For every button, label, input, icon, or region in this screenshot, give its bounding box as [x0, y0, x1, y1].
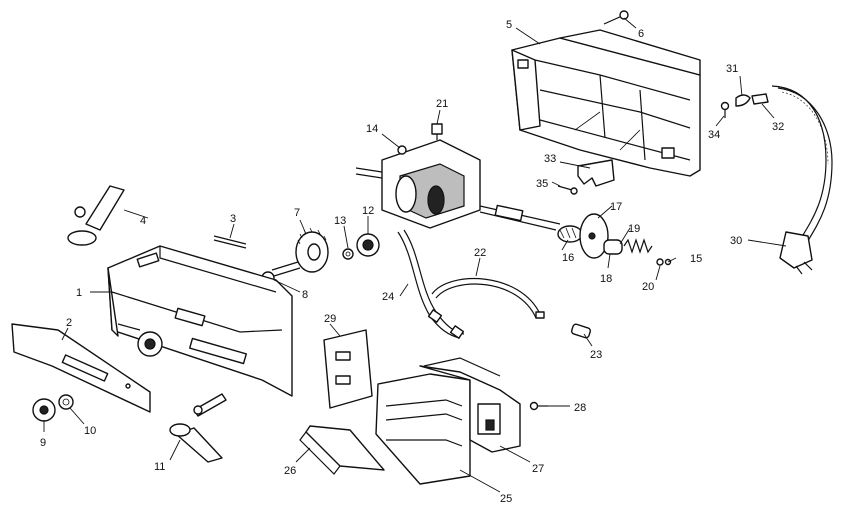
part-13-washer	[342, 248, 354, 260]
callout-23: 23	[590, 349, 602, 361]
part-14-motor	[355, 139, 561, 231]
callout-13: 13	[334, 215, 346, 227]
part-19-spring	[623, 238, 653, 254]
callout-35: 35	[536, 178, 548, 190]
callout-8: 8	[302, 289, 308, 301]
part-7-gear	[271, 227, 329, 277]
callout-29: 29	[324, 313, 336, 325]
callout-7: 7	[294, 207, 300, 219]
leader-lines	[43, 17, 787, 493]
callout-labels: 5 6 21 14 31 32 34 33 35 30 17 16 19 18 …	[40, 19, 784, 505]
callout-32: 32	[772, 121, 784, 133]
part-6-screw	[603, 10, 629, 25]
callout-9: 9	[40, 437, 46, 449]
part-29-bracket	[323, 329, 373, 409]
callout-5: 5	[506, 19, 512, 31]
part-9-knob	[32, 398, 56, 422]
callout-21: 21	[436, 98, 448, 110]
part-28-screw	[529, 401, 548, 411]
callout-34: 34	[708, 129, 720, 141]
callout-1: 1	[76, 287, 82, 299]
part-25-slide-housing	[375, 373, 471, 485]
part-31-clip	[735, 94, 751, 107]
callout-18: 18	[600, 273, 612, 285]
part-27-switch-box	[419, 357, 521, 453]
part-18-cylinder	[603, 239, 623, 255]
callout-14: 14	[366, 123, 378, 135]
part-16-coupling	[557, 225, 583, 243]
callout-2: 2	[66, 317, 72, 329]
callout-6: 6	[638, 28, 644, 40]
part-23-plug	[570, 323, 592, 339]
part-22-wire	[431, 278, 545, 319]
part-24-wire	[397, 229, 465, 339]
callout-33: 33	[544, 153, 556, 165]
callout-27: 27	[532, 463, 544, 475]
part-21-screw	[431, 123, 443, 140]
part-5-housing-frame	[511, 29, 701, 177]
callout-15: 15	[690, 253, 702, 265]
part-12-small-gear	[356, 233, 380, 257]
callout-10: 10	[84, 425, 96, 437]
callout-11: 11	[154, 461, 165, 473]
callout-24: 24	[382, 291, 394, 303]
callout-28: 28	[574, 402, 586, 414]
part-2-front-plate	[11, 323, 151, 413]
part-33-bracket	[577, 159, 615, 187]
part-10-washer	[58, 394, 74, 410]
callout-17: 17	[610, 201, 622, 213]
part-26-cover	[299, 425, 385, 475]
part-11-latch	[169, 393, 227, 463]
callout-31: 31	[726, 63, 738, 75]
part-35-screw	[557, 185, 578, 195]
part-30-power-cord	[771, 85, 833, 275]
callout-20: 20	[642, 281, 654, 293]
callout-30: 30	[730, 235, 742, 247]
part-4-lever	[67, 185, 125, 246]
callout-12: 12	[362, 205, 374, 217]
callout-26: 26	[284, 465, 296, 477]
callout-22: 22	[474, 247, 486, 259]
callout-25: 25	[500, 493, 512, 505]
callout-16: 16	[562, 252, 574, 264]
part-20-pin	[656, 258, 664, 266]
callout-19: 19	[628, 223, 640, 235]
part-17-disc	[579, 213, 609, 259]
part-34-screw	[720, 101, 730, 118]
callout-4: 4	[140, 215, 146, 227]
part-1-housing	[107, 245, 293, 397]
part-32-clip	[751, 93, 769, 105]
part-3-pin	[213, 235, 247, 249]
callout-3: 3	[230, 213, 236, 225]
